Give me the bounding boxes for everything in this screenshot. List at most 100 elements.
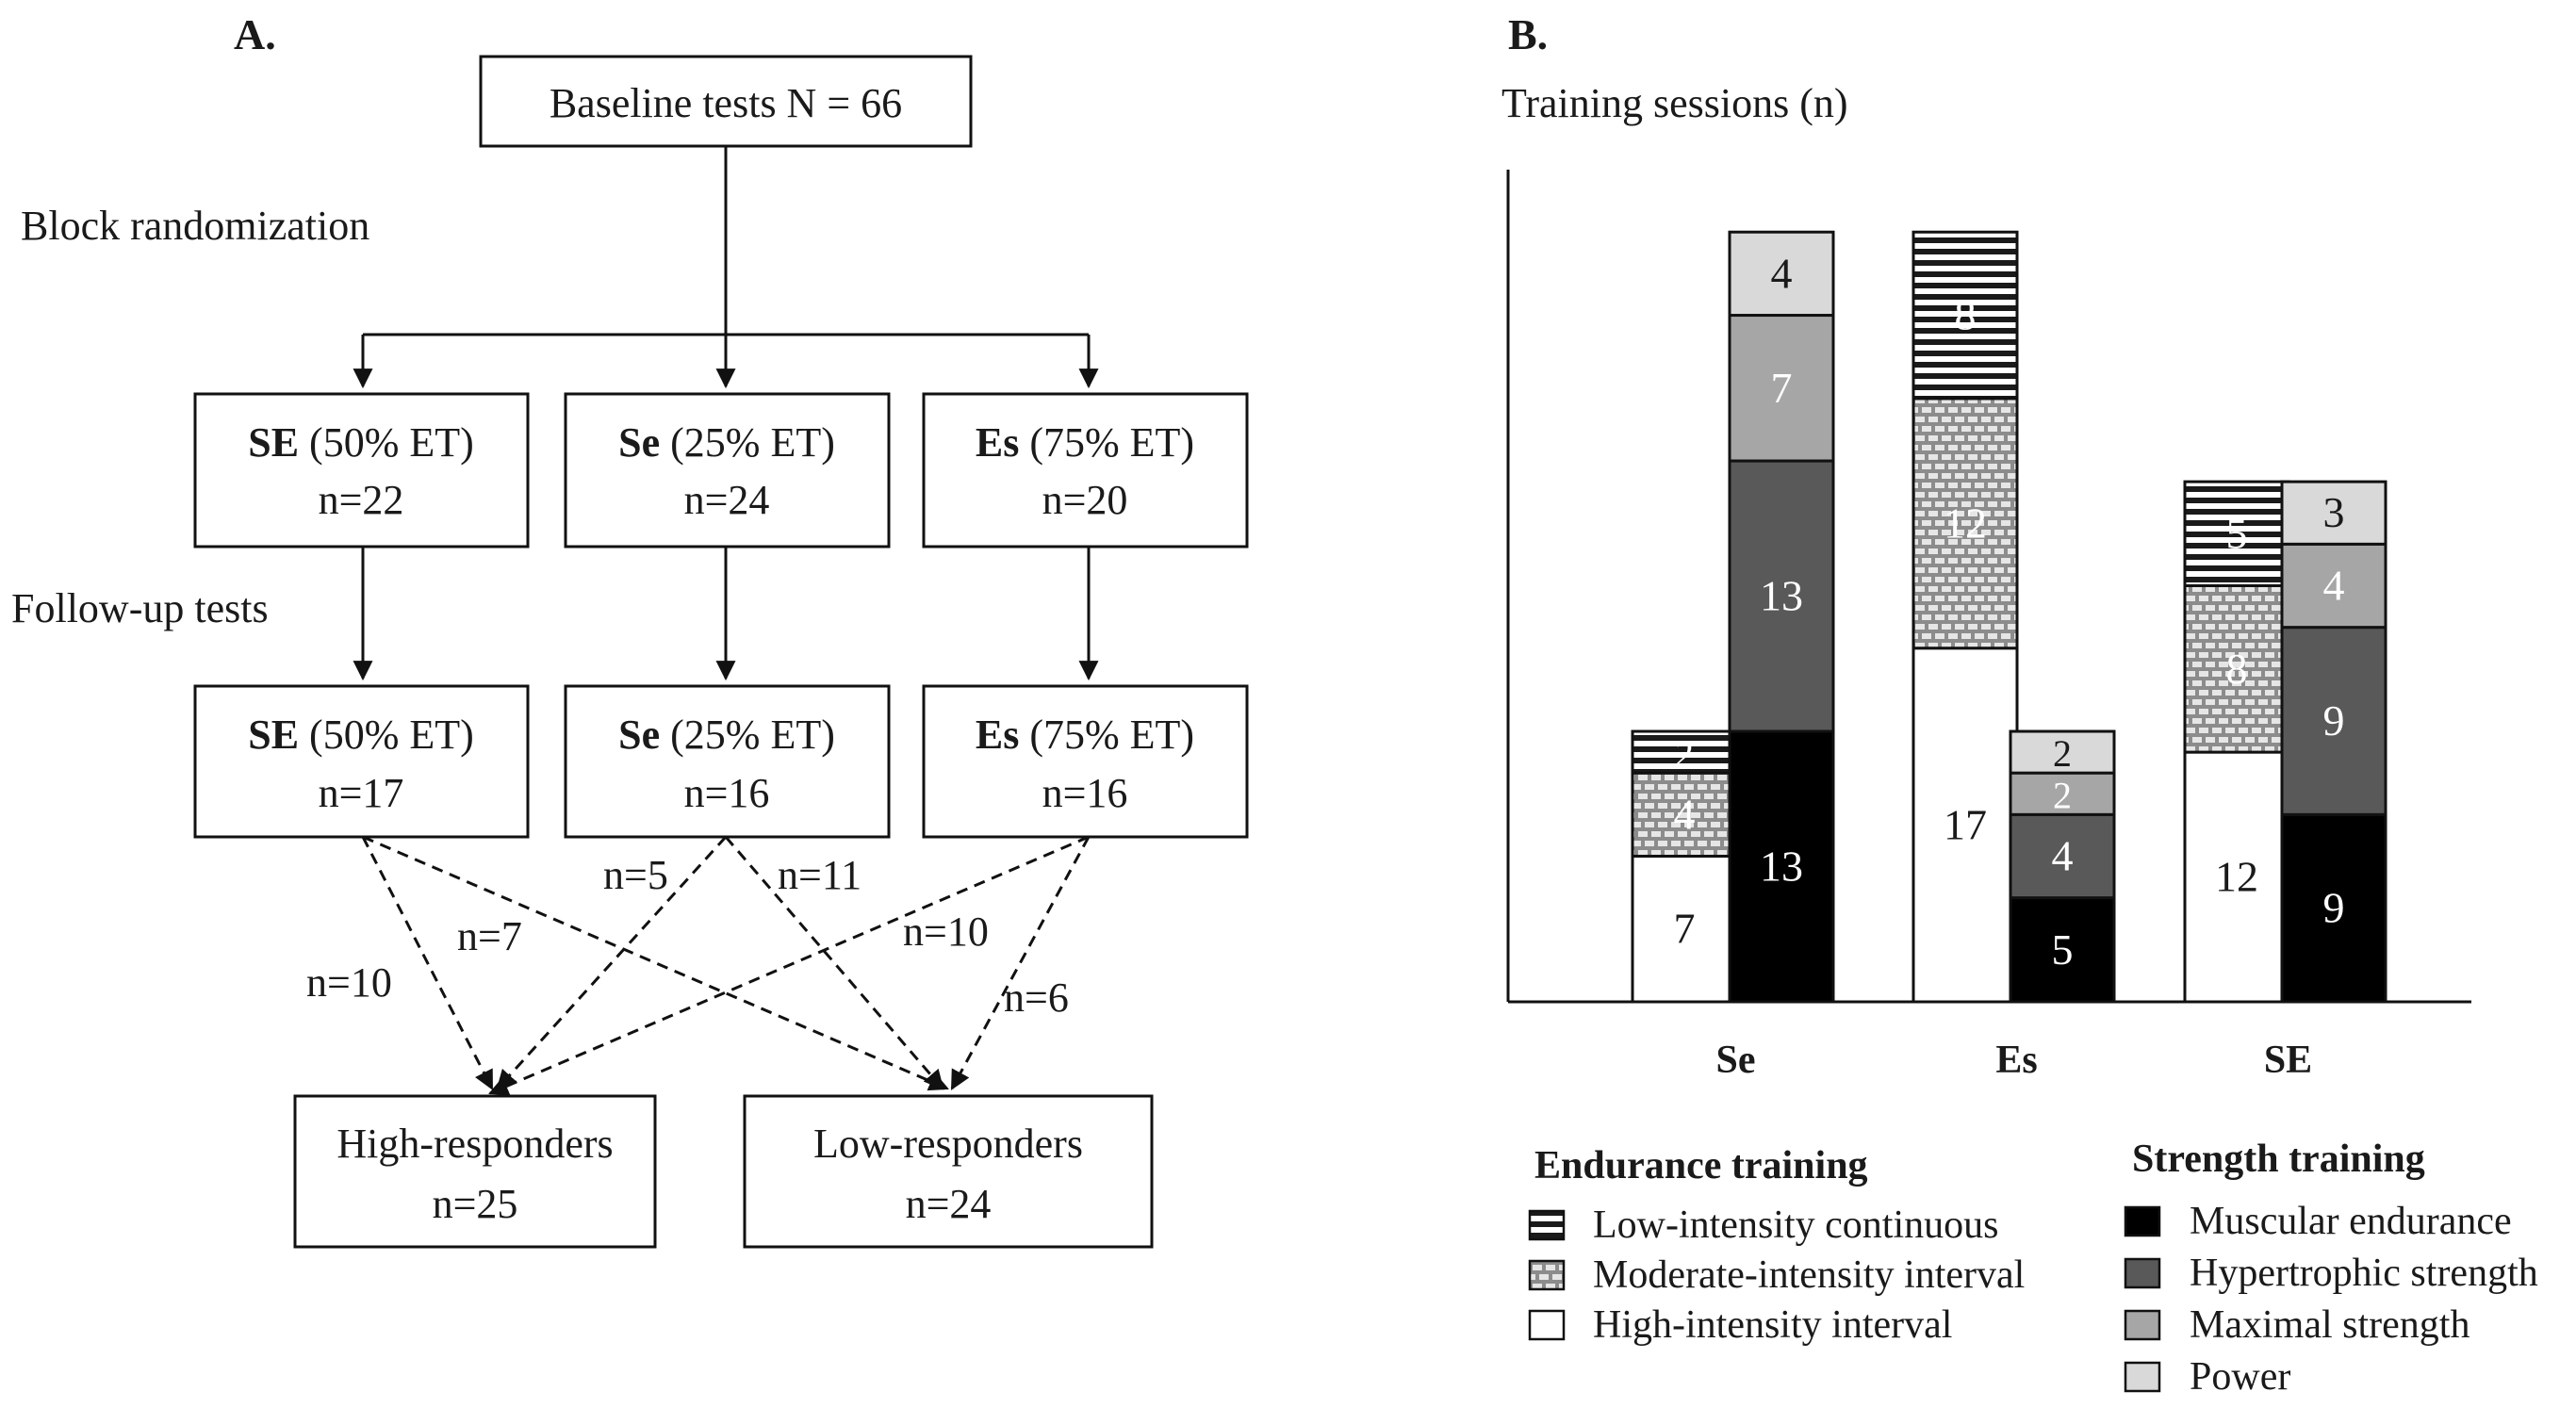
bar-segment-se-power — [2280, 480, 2387, 546]
x-tick-label-se: Se — [1716, 1039, 1756, 1082]
flow-label-se25-high: n=5 — [603, 852, 668, 898]
group-abbr: Es — [976, 419, 1019, 466]
group-n: n=16 — [1042, 770, 1128, 816]
bar-value-label: 12 — [1944, 499, 1987, 547]
flow-label-se-low: n=7 — [457, 913, 522, 959]
bar-segment-es-power — [2009, 729, 2116, 775]
bar-value-label: 13 — [1760, 843, 1803, 891]
legend-label: Muscular endurance — [2190, 1200, 2512, 1243]
legend-swatch — [2124, 1205, 2161, 1237]
legend-label: High-intensity interval — [1593, 1303, 1952, 1347]
bar-segment-se-moderate-intensity-interval — [2183, 584, 2290, 754]
bar-segment-se-muscular-endurance — [2280, 812, 2387, 1004]
legend-swatch — [1528, 1209, 1566, 1241]
outcome-label: Low-responders — [813, 1121, 1083, 1167]
x-tick-label-se: SE — [2264, 1039, 2312, 1082]
dashed-arrow-es-low — [950, 836, 1091, 1090]
panel-a: A. Baseline tests N = 66 Block randomiza… — [11, 10, 1249, 1249]
group-abbr: Se — [618, 712, 660, 758]
group-n: n=16 — [684, 770, 770, 816]
dashed-arrow-se50-low — [362, 835, 949, 1091]
outcome-box-low: Low-responders n=24 — [743, 1094, 1154, 1249]
outcome-box-high: High-responders n=25 — [293, 1094, 657, 1249]
y-axis-title: Training sessions (n) — [1501, 80, 1848, 126]
bar-segment-es-moderate-intensity-interval — [1911, 397, 2019, 650]
flow-label-se25-low: n=11 — [778, 852, 861, 898]
panel-a-label: A. — [234, 10, 276, 58]
bar-value-label: 2 — [1675, 732, 1694, 775]
svg-text:SE (50% ET): SE (50% ET) — [248, 419, 474, 466]
bar-segment-es-hypertrophic-strength — [2009, 812, 2116, 900]
bar-value-label: 4 — [1674, 790, 1696, 838]
bar-segment-se-maximal-strength — [2280, 542, 2387, 630]
bar-value-label: 2 — [2053, 774, 2072, 816]
baseline-text: Baseline tests N = 66 — [550, 80, 902, 126]
bar-value-label: 7 — [1771, 364, 1793, 412]
baseline-box — [479, 55, 973, 148]
outcome-label: High-responders — [336, 1121, 613, 1167]
bar-value-label: 8 — [1955, 291, 1977, 339]
block-randomization-label: Block randomization — [21, 203, 369, 249]
legend-label: Moderate-intensity interval — [1593, 1253, 2025, 1297]
bar-segment-es-low-intensity-continuous — [1911, 230, 2019, 401]
flow-label-se-high: n=10 — [306, 959, 392, 1006]
bar-value-label: 4 — [2052, 831, 2074, 879]
bar-segment-se-power — [1728, 230, 1835, 318]
bar-value-label: 4 — [1771, 249, 1793, 297]
group-box-es-followup: Es (75% ET) n=16 — [922, 684, 1249, 839]
group-n: n=20 — [1042, 477, 1128, 523]
legend-label: Low-intensity continuous — [1593, 1203, 1998, 1247]
group-pct: (75% ET) — [1019, 712, 1194, 758]
group-n: n=17 — [319, 770, 404, 816]
svg-text:Se (25% ET): Se (25% ET) — [618, 712, 835, 758]
legend-swatch — [2124, 1257, 2161, 1289]
bar-segment-se-high-intensity-interval — [1631, 854, 1738, 1004]
dashed-arrow-se25-high — [496, 835, 728, 1090]
outcome-n: n=25 — [433, 1181, 518, 1227]
flow-label-es-high: n=10 — [903, 909, 989, 955]
bar-value-label: 2 — [2053, 732, 2072, 775]
bar-value-label: 8 — [2226, 645, 2248, 693]
x-tick-labels: Se Es SE — [1716, 1039, 2313, 1082]
bar-segment-se-hypertrophic-strength — [1728, 459, 1835, 733]
legend-endurance-items: Low-intensity continuousModerate-intensi… — [1528, 1203, 2025, 1347]
bar-value-label: 13 — [1760, 572, 1803, 620]
group-pct: (50% ET) — [299, 419, 474, 466]
bar-value-label: 4 — [2323, 562, 2345, 610]
bar-value-label: 5 — [2052, 925, 2074, 974]
group-n: n=22 — [319, 477, 404, 523]
group-abbr: SE — [248, 712, 299, 758]
group-box-se-followup: SE (50% ET) n=17 — [193, 684, 530, 839]
panel-b-label: B. — [1508, 10, 1548, 58]
legend-swatch — [1528, 1309, 1566, 1341]
group-pct: (50% ET) — [299, 712, 474, 758]
outcome-n: n=24 — [906, 1181, 992, 1227]
dashed-arrow-se50-high — [361, 836, 494, 1090]
bar-segment-es-muscular-endurance — [2009, 896, 2116, 1004]
bar-value-label: 9 — [2323, 884, 2345, 932]
group-pct: (75% ET) — [1019, 419, 1194, 466]
group-pct: (25% ET) — [660, 712, 835, 758]
panel-b: B. Training sessions (n) 742131374171285… — [1501, 10, 2538, 1399]
svg-text:SE (50% ET): SE (50% ET) — [248, 712, 474, 758]
bar-segment-se-low-intensity-continuous — [1631, 729, 1738, 775]
bar-segment-es-high-intensity-interval — [1911, 647, 2019, 1004]
legend-swatch — [1528, 1259, 1566, 1291]
legend-swatch — [2124, 1361, 2161, 1393]
group-box-se25-followup: Se (25% ET) n=16 — [564, 684, 891, 839]
followup-label: Follow-up tests — [11, 585, 269, 631]
legend-swatch — [2124, 1309, 2161, 1341]
group-pct: (25% ET) — [660, 419, 835, 466]
bar-value-label: 17 — [1944, 800, 1987, 848]
legend: Endurance training Strength training Low… — [1528, 1138, 2538, 1399]
legend-strength-title: Strength training — [2132, 1138, 2425, 1181]
group-abbr: SE — [248, 419, 299, 466]
bar-value-label: 9 — [2323, 696, 2345, 745]
x-tick-label-es: Es — [1995, 1039, 2037, 1082]
legend-endurance-title: Endurance training — [1534, 1144, 1868, 1187]
bar-value-label: 5 — [2226, 509, 2248, 557]
legend-label: Hypertrophic strength — [2190, 1252, 2538, 1295]
